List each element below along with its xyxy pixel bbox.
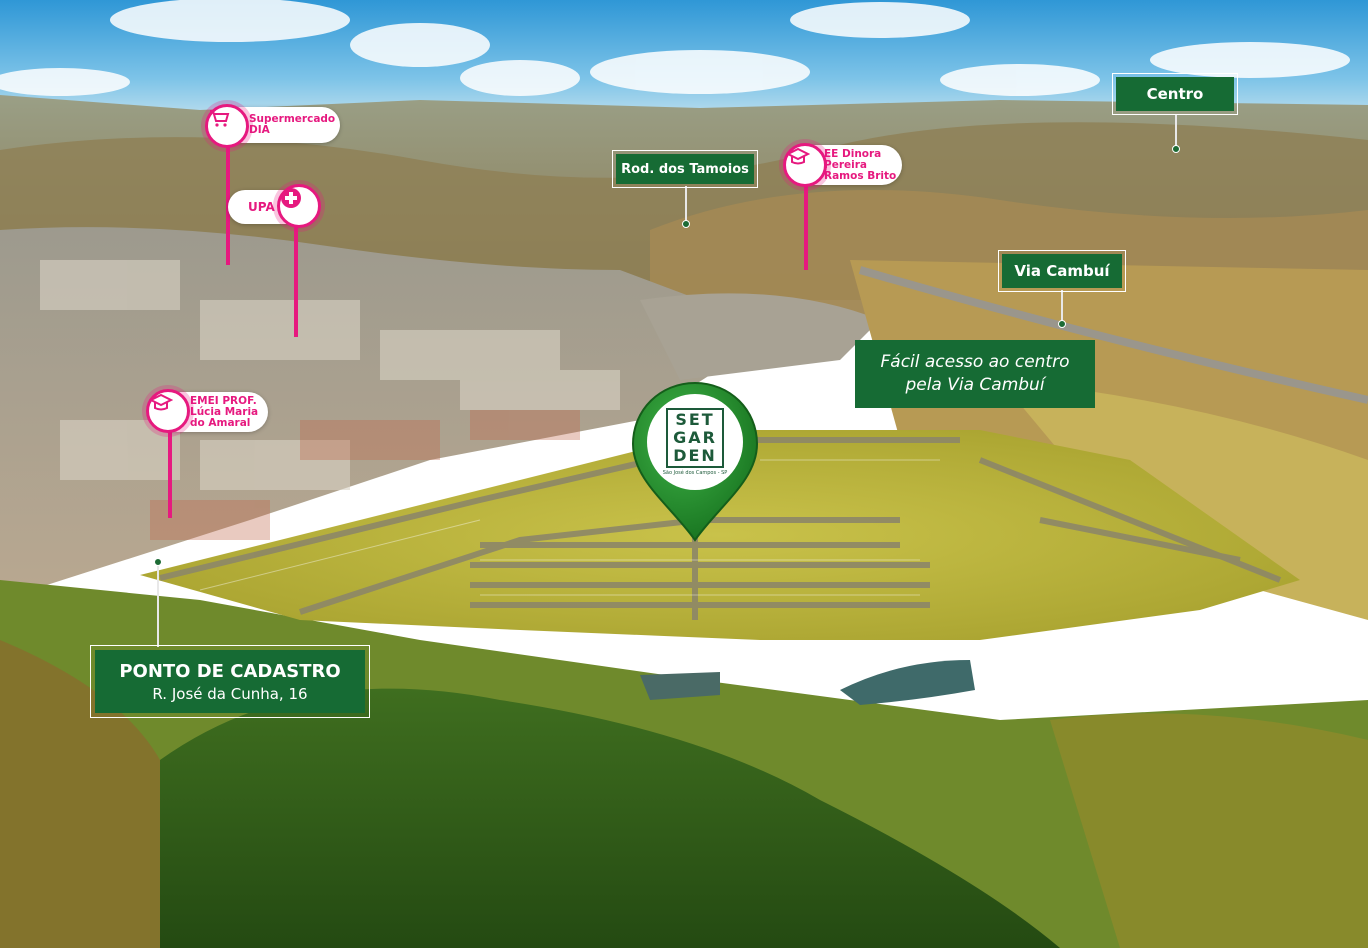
poi-label-line3: Ramos Brito <box>824 169 897 182</box>
poi-icon-badge <box>783 143 827 187</box>
medical-cross-icon <box>281 188 301 208</box>
logo-line1: SET <box>675 410 715 429</box>
poi-icon-badge <box>146 389 190 433</box>
label-rod-tamoios-text: Rod. dos Tamoios <box>616 154 754 184</box>
label-via-cambui-text: Via Cambuí <box>1002 254 1122 288</box>
graduation-cap-icon <box>149 393 173 411</box>
cadastro-leader-line <box>157 565 159 647</box>
poi-label-line1: Supermercado <box>249 113 336 125</box>
poi-label-line2: DIA <box>249 124 270 136</box>
label-centro[interactable]: Centro <box>1112 73 1238 115</box>
rodovia-leader-line <box>685 186 687 224</box>
graduation-cap-icon <box>786 147 810 165</box>
poi-label-line1: EMEI PROF. <box>190 394 257 407</box>
logo-line3: DEN <box>673 446 717 465</box>
cadastro-address: R. José da Cunha, 16 <box>152 684 308 703</box>
cadastro-title: PONTO DE CADASTRO <box>119 660 341 682</box>
label-via-cambui[interactable]: Via Cambuí <box>998 250 1126 292</box>
centro-leader-line <box>1175 114 1177 148</box>
setgarden-location-pin[interactable]: SET GAR DEN São José dos Campos - SP <box>630 380 760 545</box>
poi-label-line2: Lúcia Maria <box>190 405 259 418</box>
cadastro-marker-dot <box>154 558 162 566</box>
poi-pin-stem <box>804 180 808 270</box>
callout-line2: pela Via Cambuí <box>905 375 1045 395</box>
shopping-cart-icon <box>210 110 230 127</box>
poi-icon-badge <box>277 184 321 228</box>
logo-subtitle: São José dos Campos - SP <box>662 470 728 476</box>
label-ponto-cadastro[interactable]: PONTO DE CADASTRO R. José da Cunha, 16 <box>90 645 370 718</box>
rodovia-marker-dot <box>682 220 690 228</box>
callout-facil-acesso: Fácil acesso ao centro pela Via Cambuí <box>855 340 1095 408</box>
poi-icon-badge <box>205 104 249 148</box>
via-cambui-marker-dot <box>1058 320 1066 328</box>
via-cambui-leader-line <box>1061 290 1063 324</box>
poi-label-line1: EE Dinora <box>824 147 882 160</box>
poi-pin-stem <box>168 430 172 518</box>
setgarden-logo: SET GAR DEN São José dos Campos - SP <box>647 394 743 490</box>
poi-label-line3: do Amaral <box>190 416 251 429</box>
poi-label-line2: Pereira <box>824 158 867 171</box>
callout-line1: Fácil acesso ao centro <box>880 352 1070 372</box>
label-centro-text: Centro <box>1116 77 1234 111</box>
poi-label-text: UPA <box>248 199 275 214</box>
label-rod-tamoios[interactable]: Rod. dos Tamoios <box>612 150 758 188</box>
logo-line2: GAR <box>673 428 717 447</box>
poi-pin-stem <box>226 130 230 265</box>
centro-marker-dot <box>1172 145 1180 153</box>
poi-pin-stem <box>294 225 298 337</box>
